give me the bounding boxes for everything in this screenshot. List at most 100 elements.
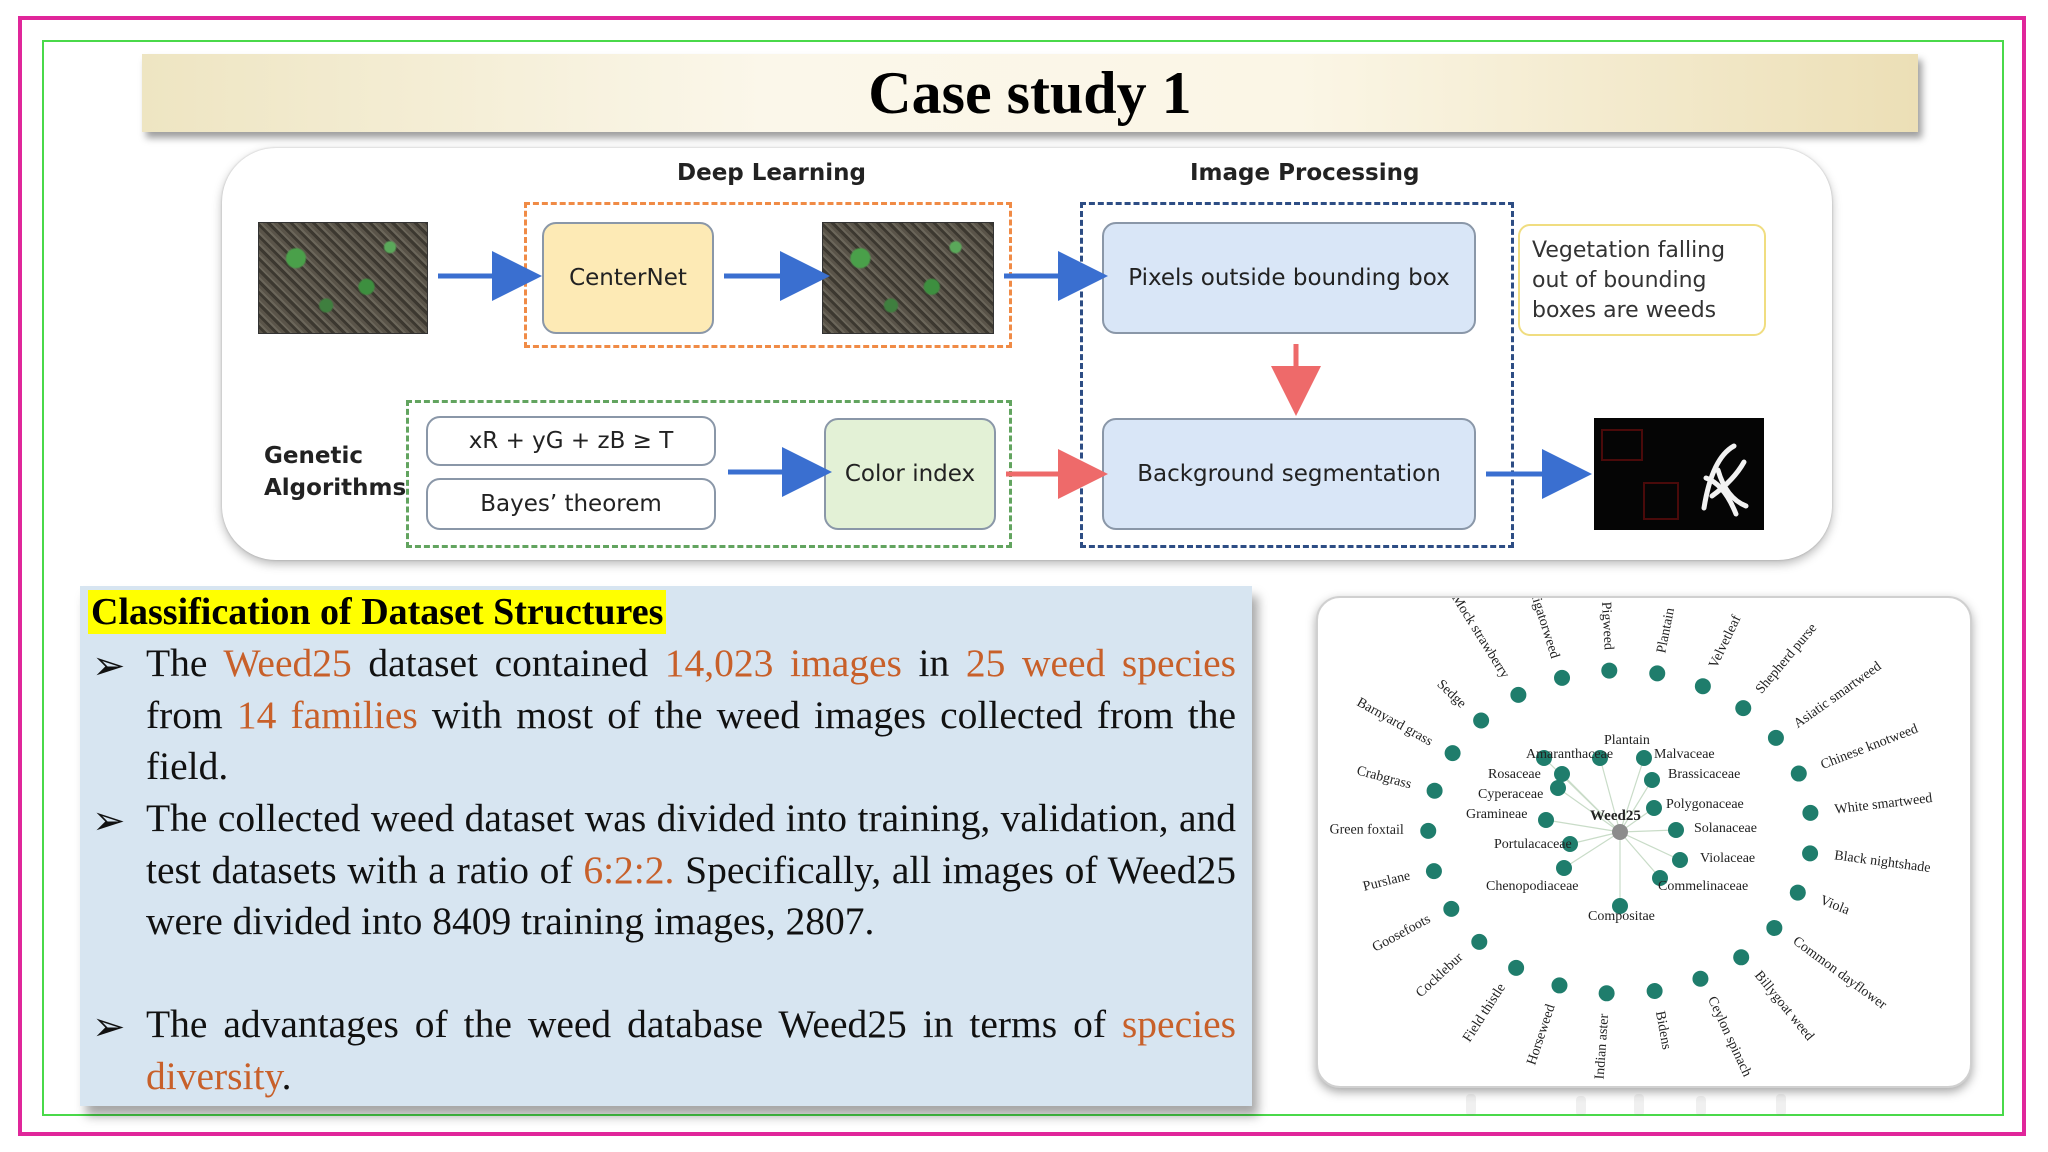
family-node [1652,870,1668,886]
species-label: Bidens [1652,1010,1674,1051]
species-label: Shepherd purse [1753,621,1820,697]
graph-edge [1619,757,1645,833]
species-node [1692,970,1709,987]
formula-box: xR + yG + zB ≥ T [426,416,716,466]
highlight-species-count: 25 weed species [965,641,1236,685]
family-label: Cyperaceae [1478,787,1543,802]
species-label: Alligatorweed [1524,598,1563,660]
color-index-box: Color index [824,418,996,530]
species-node [1510,686,1527,703]
species-node [1694,678,1711,695]
text-span: in [901,641,966,685]
segmentation-output-image [1594,418,1764,530]
species-node [1789,884,1806,901]
text-span: The advantages of the weed database Weed… [146,1002,1122,1046]
species-node [1443,900,1460,917]
species-node [1649,665,1666,682]
species-label: Black nightshade [1833,848,1931,876]
family-label: Plantain [1604,733,1650,748]
image-processing-heading: Image Processing [1190,160,1420,186]
species-node [1508,959,1525,976]
bullet-arrow-icon: ➢ [92,643,126,688]
family-label: Solanaceae [1694,821,1757,836]
species-node [1802,804,1819,821]
species-label: Common dayflower [1790,934,1890,1013]
species-label: White smartweed [1834,791,1933,818]
bullet-point-3: The advantages of the weed database Weed… [146,999,1236,1102]
highlight-split-ratio: 6:2:2. [583,847,675,892]
text-span: The [146,641,224,685]
diagram-arrows [438,251,1592,499]
family-node [1672,852,1688,868]
species-label: Billygoat weed [1751,968,1816,1043]
family-node [1556,860,1572,876]
species-label: Horseweed [1524,1003,1558,1067]
graph-edge [1557,787,1621,833]
text-span: with most of the weed images collected f… [146,692,1236,789]
callout-line: Vegetation falling [1532,238,1726,263]
species-node [1554,669,1571,686]
bullet-point-2: The collected weed dataset was divided i… [146,793,1236,948]
family-node [1646,800,1662,816]
family-label: Rosaceae [1488,767,1541,782]
species-node [1551,977,1568,994]
species-label: Velvetleaf [1706,613,1744,671]
species-label: Plantain [1654,607,1678,655]
family-node [1636,750,1652,766]
family-node [1536,750,1552,766]
species-label: Cocklebur [1413,950,1466,1001]
slide-outer-border [18,16,2026,1136]
species-label: Field thistle [1460,981,1509,1045]
graph-edge [1619,779,1653,833]
deep-learning-heading: Deep Learning [677,160,866,186]
species-node [1425,863,1442,880]
species-label: Barnyard grass [1354,695,1435,749]
family-node [1668,822,1684,838]
species-node [1646,983,1663,1000]
species-label: Indian aster [1593,1013,1613,1080]
bullet-arrow-icon: ➢ [92,1004,126,1049]
species-node [1426,782,1443,799]
family-label: Commelinaceae [1658,879,1748,894]
family-node [1562,836,1578,852]
species-node [1444,745,1461,762]
species-node [1766,919,1783,936]
method-diagram: Deep Learning Image Processing CenterNet… [222,148,1832,560]
species-node [1420,822,1437,839]
graph-edge [1619,831,1661,879]
species-node [1735,700,1752,717]
bayes-box: Bayes’ theorem [426,478,716,530]
species-label: Pigweed [1598,601,1616,650]
species-label: Chinese knotweed [1819,722,1920,773]
family-node [1554,766,1570,782]
species-node [1473,712,1490,729]
bullet-arrow-icon: ➢ [92,798,126,843]
title-banner: Case study 1 [142,54,1918,132]
bullet-point-1: The Weed25 dataset contained 14,023 imag… [146,638,1236,793]
species-node [1601,662,1618,679]
slide-title: Case study 1 [868,59,1192,126]
graph-edge [1561,773,1621,833]
text-span: . [281,1053,292,1098]
highlight-family-count: 14 families [236,692,418,737]
species-label: Asiatic smartweed [1791,659,1884,732]
text-span: from [146,692,237,737]
species-node [1471,933,1488,950]
genetic-label-line: Genetic [264,443,363,469]
weeds-callout: Vegetation falling out of bounding boxes… [1518,224,1766,336]
weed25-center-label: Weed25 [1590,808,1641,824]
species-label: Viola [1818,893,1852,919]
family-label: Brassicaceae [1668,767,1740,782]
species-node [1767,729,1784,746]
family-label: Portulacaceae [1494,837,1572,852]
family-label: Polygonaceae [1666,797,1744,812]
detected-photo [822,222,994,334]
graph-edge [1545,819,1621,833]
species-node [1790,765,1807,782]
family-label: Chenopodiaceae [1486,879,1579,894]
highlight-species-diversity: species diversity [146,1002,1236,1098]
graph-edge [1563,831,1621,869]
pixels-outside-box: Pixels outside bounding box [1102,222,1476,334]
